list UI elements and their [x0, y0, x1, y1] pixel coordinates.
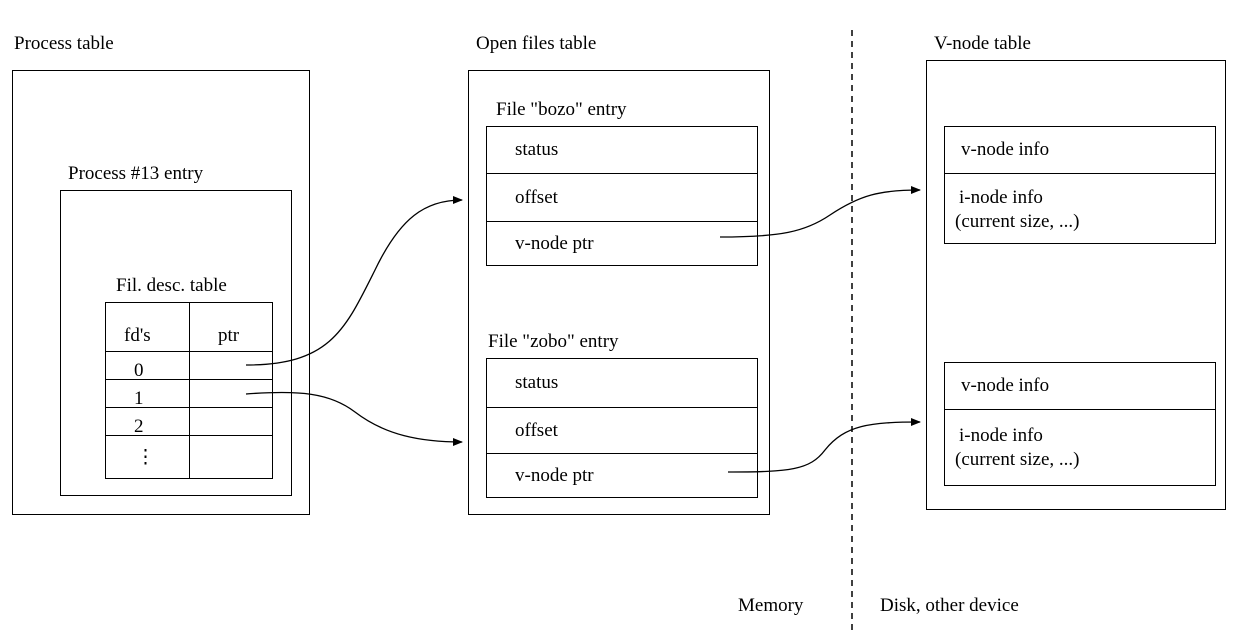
zobo-vnode-ptr-field: v-node ptr	[487, 453, 757, 497]
vnode-table-title: V-node table	[934, 33, 1031, 54]
fd-number: 2	[134, 416, 144, 437]
bozo-entry-title: File "bozo" entry	[496, 99, 627, 120]
process-entry-title: Process #13 entry	[68, 163, 204, 184]
open-files-table-box	[468, 70, 770, 515]
field-label: offset	[515, 419, 558, 441]
memory-label: Memory	[738, 595, 804, 616]
bozo-vnode-ptr-field: v-node ptr	[487, 221, 757, 265]
field-label: offset	[515, 186, 558, 208]
open-files-table-title: Open files table	[476, 33, 597, 54]
zobo-entry-title: File "zobo" entry	[488, 331, 619, 352]
field-label: status	[515, 139, 559, 160]
inode-info-label: i-node info	[959, 187, 1043, 208]
field-label: v-node ptr	[515, 232, 594, 254]
process-table-box	[12, 70, 310, 515]
vnode-table-box	[926, 60, 1226, 510]
fd-table: fd's ptr 0 1 2 ⋮	[105, 302, 273, 479]
fd-ellipsis: ⋮	[136, 447, 155, 468]
inode-info-field: i-node info (current size, ...)	[945, 173, 1215, 243]
process-entry-box	[60, 190, 292, 496]
bozo-entry-box: status offset v-node ptr	[486, 126, 758, 266]
fd-number: 1	[134, 388, 144, 409]
fd1-to-zobo-arrow	[245, 391, 463, 446]
fd-table-column-divider	[189, 303, 190, 478]
field-label: status	[515, 372, 559, 393]
table-row: 1	[106, 379, 272, 409]
inode-info-field: i-node info (current size, ...)	[945, 409, 1215, 485]
zobo-entry-box: status offset v-node ptr	[486, 358, 758, 498]
zobo-offset-field: offset	[487, 407, 757, 453]
field-label: v-node ptr	[515, 464, 594, 486]
field-label: v-node info	[961, 375, 1050, 396]
table-row: ⋮	[106, 435, 272, 478]
zobo-vnode-arrow	[727, 418, 921, 473]
vnode-info-field: v-node info	[945, 127, 1215, 173]
bozo-status-field: status	[487, 127, 757, 173]
fd-number: 0	[134, 360, 144, 381]
table-row: 0	[106, 351, 272, 381]
vnode-info-field: v-node info	[945, 363, 1215, 409]
inode-detail-label: (current size, ...)	[955, 449, 1080, 470]
process-table-title: Process table	[14, 33, 114, 54]
vnode-entry-1: v-node info i-node info (current size, .…	[944, 126, 1216, 244]
fd-table-title: Fil. desc. table	[116, 275, 227, 296]
inode-detail-label: (current size, ...)	[955, 211, 1080, 232]
table-row: 2	[106, 407, 272, 437]
inode-info-label: i-node info	[959, 425, 1043, 446]
vnode-entry-2: v-node info i-node info (current size, .…	[944, 362, 1216, 486]
fd0-to-bozo-arrow	[245, 196, 463, 366]
disk-label: Disk, other device	[880, 595, 1019, 616]
zobo-status-field: status	[487, 359, 757, 407]
bozo-vnode-arrow	[719, 186, 921, 238]
fd-table-header-fds: fd's	[124, 325, 151, 346]
bozo-offset-field: offset	[487, 173, 757, 221]
field-label: v-node info	[961, 139, 1050, 160]
fd-table-header-ptr: ptr	[218, 325, 240, 346]
